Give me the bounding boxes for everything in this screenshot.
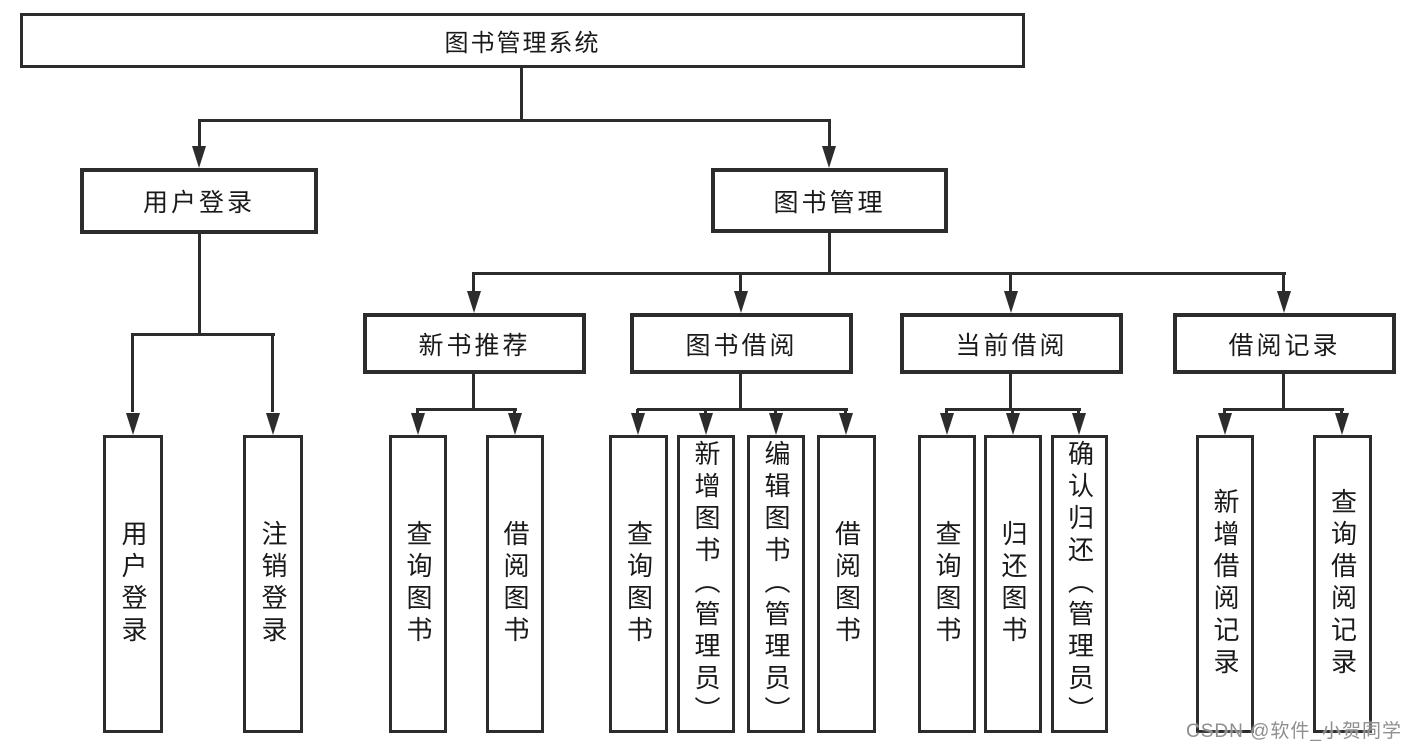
connector-login-bar bbox=[131, 333, 275, 336]
connector-drop bbox=[198, 120, 201, 150]
connector-drop bbox=[131, 334, 134, 412]
csdn-watermark: CSDN @软件_小贺同学 bbox=[1186, 721, 1402, 742]
connector-stem bbox=[472, 374, 475, 411]
connector-drop bbox=[739, 273, 742, 295]
node-book-management: 图书管理 bbox=[711, 168, 948, 233]
connector-bar bbox=[637, 408, 848, 411]
leaf-add-books-admin: 新增图书（管理员） bbox=[677, 435, 735, 733]
connector-drop bbox=[1282, 273, 1285, 295]
connector-mgmt-stem bbox=[828, 233, 831, 275]
leaf-query-books-current: 查询图书 bbox=[918, 435, 976, 733]
node-new-book-recommend: 新书推荐 bbox=[363, 313, 586, 374]
leaf-user-login: 用户登录 bbox=[103, 435, 163, 733]
arrowhead-down bbox=[1006, 413, 1020, 435]
connector-login-stem bbox=[198, 234, 201, 336]
connector-stem bbox=[1282, 374, 1285, 411]
arrowhead-down bbox=[769, 413, 783, 435]
arrowhead-down bbox=[1277, 291, 1291, 313]
connector-drop bbox=[1009, 273, 1012, 295]
leaf-edit-books-admin: 编辑图书（管理员） bbox=[747, 435, 805, 733]
leaf-return-books: 归还图书 bbox=[984, 435, 1042, 733]
arrowhead-down bbox=[467, 291, 481, 313]
arrowhead-down bbox=[266, 413, 280, 435]
arrowhead-down bbox=[699, 413, 713, 435]
connector-root-stem bbox=[520, 68, 523, 122]
leaf-query-books-recommend: 查询图书 bbox=[389, 435, 447, 733]
connector-drop bbox=[472, 273, 475, 295]
leaf-confirm-return-admin: 确认归还（管理员） bbox=[1051, 435, 1108, 733]
arrowhead-down bbox=[508, 413, 522, 435]
connector-mgmt-bar bbox=[472, 272, 1286, 275]
connector-drop bbox=[828, 120, 831, 150]
arrowhead-down bbox=[126, 413, 140, 435]
arrowhead-down bbox=[839, 413, 853, 435]
arrowhead-down bbox=[631, 413, 645, 435]
node-user-login: 用户登录 bbox=[80, 168, 318, 234]
connector-stem bbox=[739, 374, 742, 411]
connector-bar bbox=[416, 408, 517, 411]
arrowhead-down bbox=[1335, 413, 1349, 435]
arrowhead-down bbox=[822, 146, 836, 168]
node-book-borrowing: 图书借阅 bbox=[630, 313, 853, 374]
connector-stem bbox=[1009, 374, 1012, 411]
connector-drop bbox=[271, 334, 274, 412]
arrowhead-down bbox=[734, 291, 748, 313]
node-library-system: 图书管理系统 bbox=[20, 13, 1025, 68]
leaf-query-books-borrowing: 查询图书 bbox=[609, 435, 668, 733]
leaf-query-borrow-record: 查询借阅记录 bbox=[1313, 435, 1372, 733]
leaf-borrow-books: 借阅图书 bbox=[817, 435, 876, 733]
connector-bar bbox=[1223, 408, 1344, 411]
node-current-borrowing: 当前借阅 bbox=[900, 313, 1123, 374]
arrowhead-down bbox=[411, 413, 425, 435]
arrowhead-down bbox=[1218, 413, 1232, 435]
node-borrowing-records: 借阅记录 bbox=[1173, 313, 1396, 374]
arrowhead-down bbox=[1072, 413, 1086, 435]
connector-root-bar bbox=[198, 119, 831, 122]
arrowhead-down bbox=[1004, 291, 1018, 313]
arrowhead-down bbox=[192, 146, 206, 168]
leaf-borrow-books-recommend: 借阅图书 bbox=[486, 435, 544, 733]
arrowhead-down bbox=[940, 413, 954, 435]
leaf-add-borrow-record: 新增借阅记录 bbox=[1196, 435, 1254, 733]
leaf-logout: 注销登录 bbox=[243, 435, 303, 733]
